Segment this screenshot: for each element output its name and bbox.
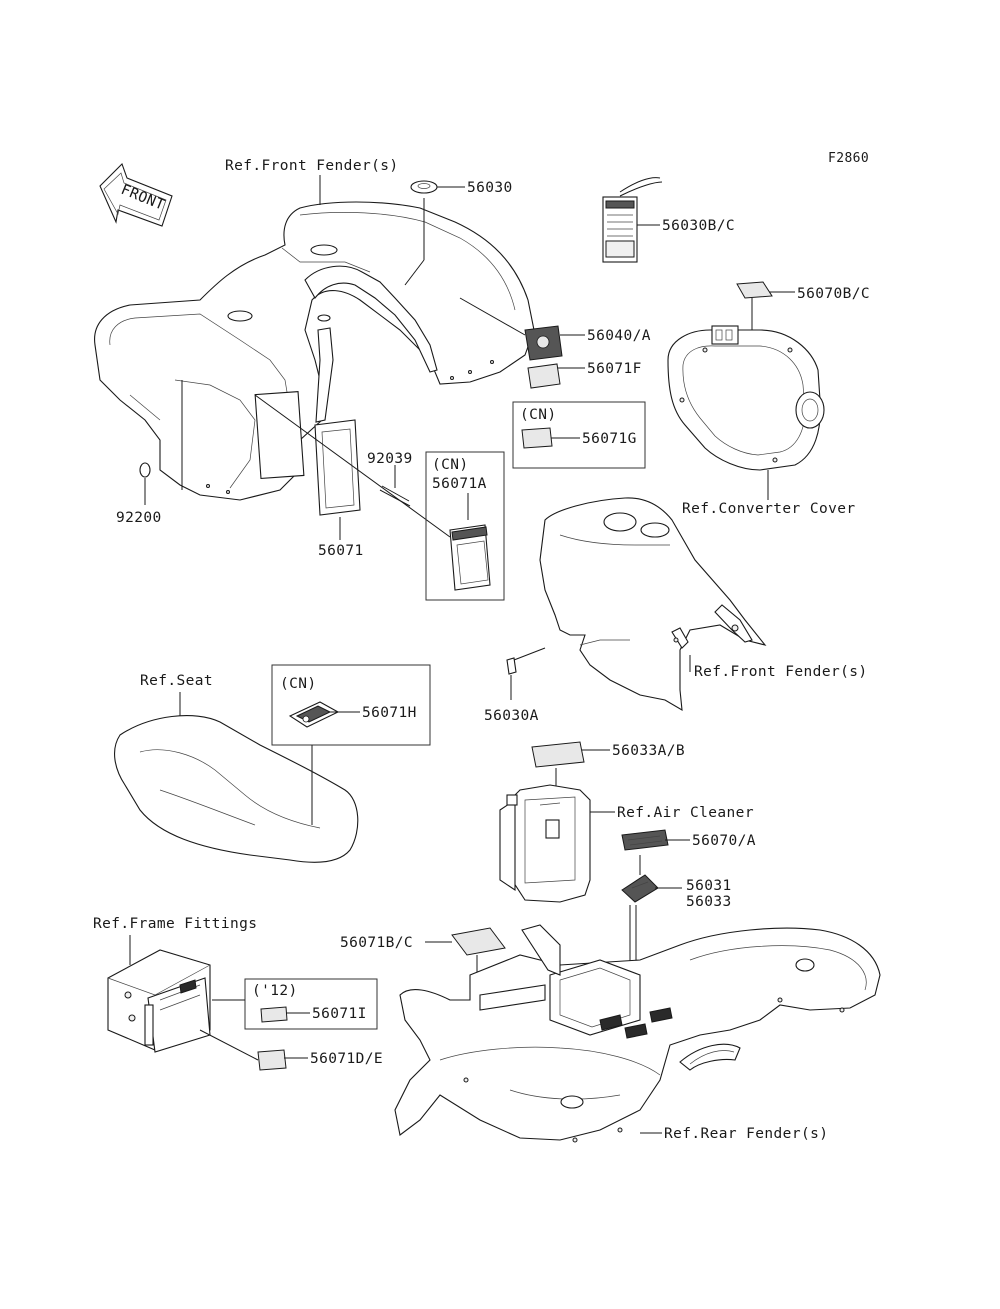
ref-front-fender-mid-label: Ref.Front Fender(s)	[694, 664, 867, 680]
part-56070bc-label: 56070B/C	[797, 286, 870, 302]
figure-code: F2860	[828, 151, 869, 166]
decal-56071de-icon	[257, 1049, 287, 1071]
decal-56070a-icon	[621, 829, 669, 851]
decal-56070bc-icon	[736, 281, 773, 299]
part-56071-label: 56071	[318, 543, 364, 559]
decal-56071h-icon	[288, 701, 340, 728]
decal-56071bc-icon	[451, 927, 506, 956]
decal-56071a-icon	[449, 524, 491, 591]
ref-air-cleaner-label: Ref.Air Cleaner	[617, 805, 754, 821]
part-92200-label: 92200	[116, 510, 162, 526]
cn-56071h-box-label: (CN)	[280, 676, 317, 692]
cap-56030-icon	[410, 180, 438, 194]
grommet-92200-icon	[139, 462, 151, 478]
front-arrow-icon: FRONT	[99, 162, 173, 227]
part-56070a-label: 56070/A	[692, 833, 756, 849]
part-56030-label: 56030	[467, 180, 513, 196]
ref-front-fender-top-label: Ref.Front Fender(s)	[225, 158, 398, 174]
part-56033-label: 56033	[686, 894, 732, 910]
part-56031-label: 56031	[686, 878, 732, 894]
clip-56030a-icon	[506, 657, 517, 675]
cn-56071g-box	[512, 401, 646, 469]
decal-56071-icon	[314, 419, 361, 516]
tag-56030bc-icon	[602, 177, 663, 263]
y12-56071i-box-label: ('12)	[252, 983, 298, 999]
decal-56071i-icon	[260, 1006, 288, 1023]
cn-56071g-box-label: (CN)	[520, 407, 557, 423]
part-56071f-label: 56071F	[587, 361, 642, 377]
part-56040a-label: 56040/A	[587, 328, 651, 344]
front-fender-mid-drawing	[539, 497, 767, 712]
cn-56071h-box	[271, 664, 431, 746]
part-56071h-label: 56071H	[362, 705, 417, 721]
ref-rear-fender-label: Ref.Rear Fender(s)	[664, 1126, 828, 1142]
decal-56031-icon	[621, 874, 659, 903]
part-92039-label: 92039	[367, 451, 413, 467]
part-56030a-label: 56030A	[484, 708, 539, 724]
part-56071de-label: 56071D/E	[310, 1051, 383, 1067]
pin-92039-icon	[379, 489, 411, 507]
decal-56071f-icon	[527, 363, 561, 389]
ref-seat-label: Ref.Seat	[140, 673, 213, 689]
decal-56071g-icon	[521, 427, 553, 449]
frame-fittings-drawing	[107, 949, 211, 1053]
front-fender-drawing	[94, 201, 535, 501]
ref-converter-cover-label: Ref.Converter Cover	[682, 501, 855, 517]
part-56033ab-label: 56033A/B	[612, 743, 685, 759]
ref-frame-fittings-label: Ref.Frame Fittings	[93, 916, 257, 932]
part-56030bc-label: 56030B/C	[662, 218, 735, 234]
cn-56071a-box-label: (CN)	[432, 457, 469, 473]
part-56071bc-label: 56071B/C	[340, 935, 413, 951]
decal-56033ab-icon	[531, 741, 585, 768]
rear-fender-drawing	[394, 924, 881, 1143]
y12-56071i-box	[244, 978, 378, 1030]
part-56071g-label: 56071G	[582, 431, 637, 447]
part-56071i-label: 56071I	[312, 1006, 367, 1022]
converter-cover-drawing	[667, 325, 825, 471]
seat-drawing	[114, 715, 359, 863]
air-cleaner-drawing	[499, 784, 591, 903]
part-56071a-label: 56071A	[432, 476, 487, 492]
cn-56071a-box	[425, 451, 505, 601]
